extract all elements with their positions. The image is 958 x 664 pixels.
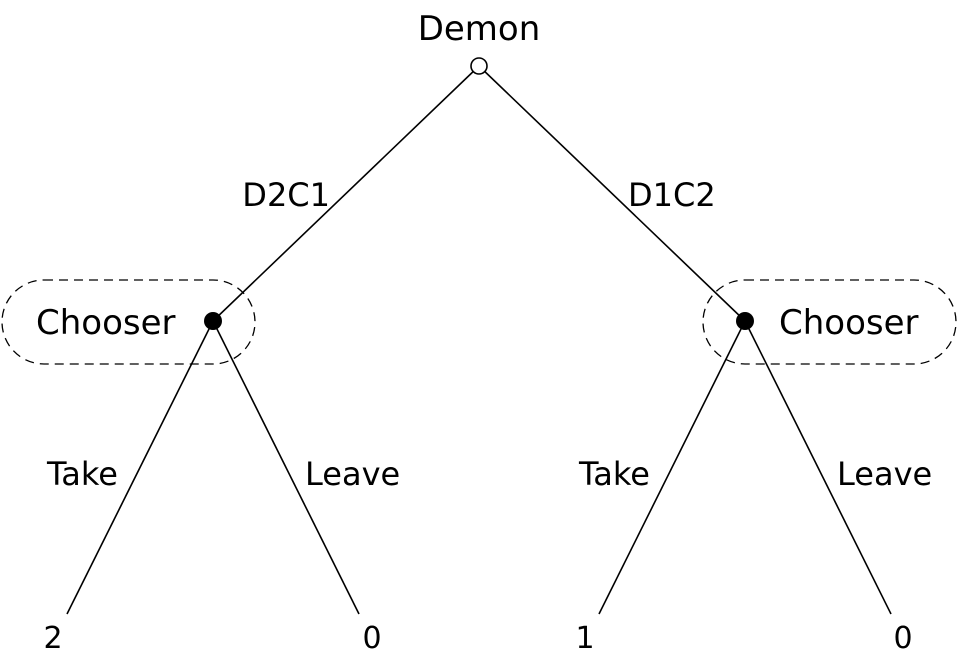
move-label-left-leave: Leave (305, 455, 400, 493)
move-label-left-take: Take (46, 455, 118, 493)
left-chooser-node (204, 312, 222, 330)
move-label-right-take: Take (578, 455, 650, 493)
edge-left-take (66, 320, 214, 615)
move-label-right-leave: Leave (837, 455, 932, 493)
edge-right-leave (744, 320, 892, 615)
payoff-right-leave: 0 (893, 621, 912, 656)
edge-label-left: D2C1 (242, 176, 330, 214)
edge-label-right: D1C2 (628, 176, 716, 214)
payoff-left-take: 2 (43, 621, 62, 656)
edge-root-to-right-chooser (478, 65, 746, 322)
root-node (470, 57, 488, 75)
edge-root-to-left-chooser (212, 65, 480, 322)
edge-right-take (598, 320, 746, 615)
payoff-left-leave: 0 (362, 621, 381, 656)
edge-left-leave (212, 320, 360, 615)
player-label-right: Chooser (779, 303, 919, 343)
root-label: Demon (418, 9, 541, 49)
player-label-left: Chooser (36, 303, 176, 343)
right-chooser-node (736, 312, 754, 330)
payoff-right-take: 1 (575, 621, 594, 656)
